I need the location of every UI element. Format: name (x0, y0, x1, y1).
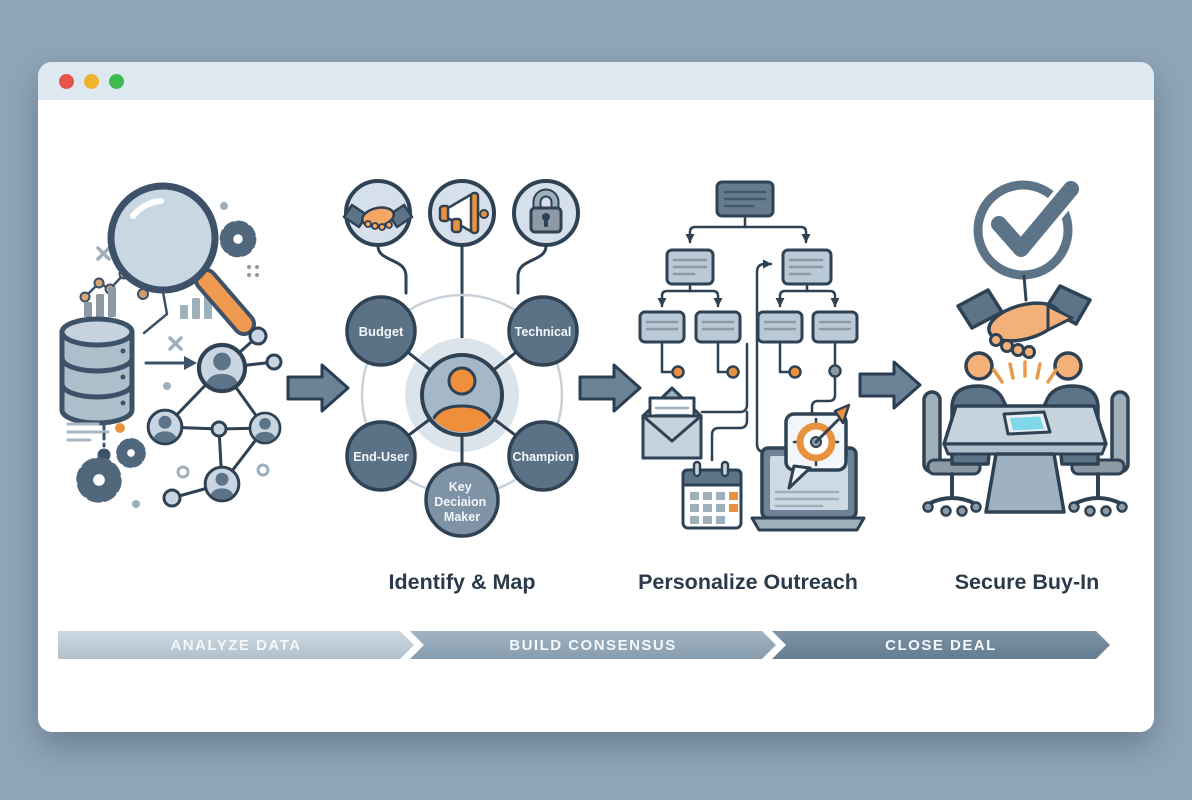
browser-window: Budget Technical End-User Champion (38, 62, 1154, 732)
x-mark-icon (168, 336, 183, 351)
progress-bar: ANALYZE DATA BUILD CONSENSUS CLOSE DEAL (58, 631, 1110, 659)
close-button[interactable] (59, 73, 74, 89)
tablet-icon (1002, 410, 1052, 436)
stage2-identify-map: Budget Technical End-User Champion (342, 179, 580, 538)
avatar (205, 467, 239, 503)
check-circle-icon (973, 177, 1083, 280)
progress-segment-label: ANALYZE DATA (170, 637, 301, 654)
connector-line (1022, 274, 1028, 302)
stakeholder-network-icon (148, 326, 283, 508)
stakeholder-node-budget: Budget (345, 295, 417, 367)
database-icon (59, 316, 135, 426)
dot-mark (132, 500, 140, 508)
stage1-analyze-illustration (59, 182, 283, 508)
gear-icon (120, 442, 143, 465)
handshake-icon (342, 179, 414, 247)
spark-lines (992, 360, 1058, 384)
stakeholder-node-end-user: End-User (345, 420, 417, 492)
gear-icon (81, 462, 116, 497)
progress-segment-label: BUILD CONSENSUS (509, 637, 677, 654)
minimize-button[interactable] (84, 73, 99, 89)
magnifying-glass-icon (107, 182, 256, 336)
handshake-icon (956, 284, 1092, 359)
block-arrow-icon (286, 363, 350, 413)
dot-mark (220, 202, 228, 210)
stage2-label: Identify & Map (389, 570, 536, 594)
meeting-table-icon (922, 351, 1130, 517)
megaphone-icon (428, 179, 496, 247)
stakeholder-node-technical: Technical (507, 295, 579, 367)
maximize-button[interactable] (109, 73, 124, 89)
padlock-icon (512, 179, 580, 247)
central-buyer-icon (420, 353, 504, 437)
node-label: Champion (512, 450, 573, 464)
stage-transition-arrows (286, 360, 922, 413)
diagram-canvas: Budget Technical End-User Champion (38, 100, 1154, 732)
progress-segment-label: CLOSE DEAL (885, 637, 997, 654)
node-label: End-User (353, 450, 409, 464)
stage3-personalize-outreach (638, 180, 866, 532)
x-mark-icon (96, 246, 111, 261)
node-label: Budget (359, 324, 404, 339)
stakeholder-node-champion: Champion (507, 420, 579, 492)
block-arrow-icon (858, 360, 922, 410)
window-titlebar (38, 62, 1154, 100)
email-envelope-icon (641, 386, 703, 460)
pointer-line (142, 290, 169, 335)
gear-icon (224, 225, 252, 253)
stage4-label: Secure Buy-In (955, 570, 1100, 594)
arrow-right-icon (144, 356, 197, 370)
bar-chart-icon (84, 287, 116, 317)
sales-process-diagram: Budget Technical End-User Champion (58, 177, 1130, 659)
dot-mark (115, 423, 125, 433)
progress-segment-analyze-data: ANALYZE DATA (58, 631, 414, 659)
stage3-label: Personalize Outreach (638, 570, 858, 594)
text-lines-mark (66, 422, 110, 442)
block-arrow-icon (578, 363, 642, 413)
laptop-target-icon (750, 403, 866, 532)
progress-segment-close-deal: CLOSE DEAL (772, 631, 1110, 659)
calendar-icon (681, 460, 743, 530)
avatar (199, 345, 245, 394)
avatar (250, 413, 280, 445)
progress-segment-build-consensus: BUILD CONSENSUS (410, 631, 776, 659)
node-label: Technical (515, 325, 572, 339)
stage4-secure-buyin (922, 177, 1130, 517)
stakeholder-node-key-decision-maker: Key Deciaion Maker (424, 462, 500, 538)
node-label: Key Deciaion Maker (434, 480, 490, 524)
dots-mark (247, 265, 259, 277)
avatar (148, 410, 182, 446)
org-chart-icon (638, 180, 859, 379)
